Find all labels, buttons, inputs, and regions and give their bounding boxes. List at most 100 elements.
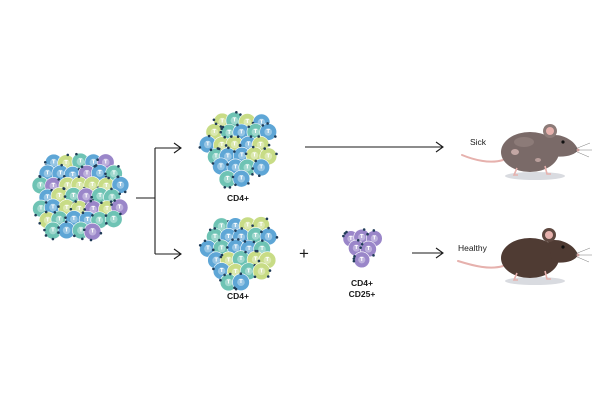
mouse-icon (461, 124, 592, 180)
t-cell-letter: T (234, 269, 238, 275)
receptor-dot (257, 135, 260, 138)
t-cell-icon: T (111, 175, 130, 194)
t-cell-letter: T (52, 183, 56, 189)
t-cell-letter: T (46, 170, 50, 176)
receptor-dot (44, 234, 48, 237)
t-cell-letter: T (66, 183, 70, 189)
receptor-dot (44, 201, 48, 204)
t-cell-letter: T (206, 141, 210, 147)
t-cell-letter: T (78, 206, 82, 212)
receptor-dot (209, 148, 213, 152)
receptor-dot (77, 175, 81, 179)
mouse-icon (457, 228, 592, 285)
t-cell-letter: T (253, 152, 257, 158)
receptor-dot (251, 145, 255, 149)
t-cell-letter: T (213, 234, 217, 240)
receptor-dot (275, 152, 278, 156)
receptor-dot (261, 124, 265, 127)
receptor-dot (43, 160, 47, 164)
outcome-label-healthy: Healthy (458, 243, 488, 253)
arrow-to-healthy-mouse (412, 247, 444, 259)
t-cell-letter: T (234, 164, 238, 170)
t-cell-letter: T (259, 222, 263, 228)
receptor-dot (213, 227, 217, 230)
receptor-dot (99, 231, 103, 235)
t-cell-letter: T (247, 268, 251, 274)
receptor-dot (223, 185, 227, 189)
t-cell-icon: T (82, 222, 103, 242)
receptor-dot (57, 205, 60, 208)
t-cell-letter: T (355, 245, 359, 251)
t-cell-letter: T (260, 246, 264, 252)
receptor-dot (372, 254, 375, 257)
t-cell-letter: T (110, 194, 114, 200)
t-cell-letter: T (254, 129, 258, 135)
receptor-dot (57, 178, 61, 181)
branch-connector (136, 147, 180, 255)
receptor-dot (212, 267, 215, 271)
receptor-dot (266, 275, 270, 278)
receptor-dot (43, 228, 46, 232)
receptor-dot (91, 213, 94, 217)
receptor-dot (110, 187, 113, 191)
cd4-label-bottom: CD4+ (227, 291, 249, 301)
receptor-dot (226, 163, 229, 166)
receptor-dot (224, 144, 228, 147)
receptor-dot (93, 165, 96, 168)
t-cell-letter: T (72, 216, 76, 222)
t-cell-letter: T (98, 170, 102, 176)
t-cell-letter: T (52, 160, 56, 166)
receptor-dot (110, 203, 113, 206)
t-cell-letter: T (254, 257, 258, 263)
t-cell-icon: T (219, 272, 238, 292)
receptor-dot (228, 272, 232, 276)
receptor-dot (359, 246, 362, 249)
receptor-dot (123, 190, 127, 194)
t-cell-letter: T (246, 119, 250, 125)
receptor-dot (228, 186, 232, 189)
receptor-dot (223, 273, 226, 277)
t-cell-letter: T (260, 119, 264, 125)
t-cell-letter: T (46, 195, 50, 201)
receptor-dot (239, 113, 242, 116)
receptor-dot (73, 234, 76, 238)
arrow-icon (173, 248, 182, 260)
receptor-dot (254, 159, 258, 163)
receptor-dot (366, 232, 369, 236)
t-cell-letter: T (239, 234, 243, 240)
t-cell-letter: T (78, 182, 82, 188)
t-cell-letter: T (98, 193, 102, 199)
t-cell-letter: T (227, 130, 231, 136)
t-cell-letter: T (246, 165, 250, 171)
t-cell-icon: T (218, 170, 238, 189)
t-cell-letter: T (349, 236, 353, 242)
t-cell-letter: T (58, 193, 62, 199)
t-cell-letter: T (79, 159, 83, 165)
t-cell-letter: T (221, 119, 225, 125)
receptor-dot (234, 183, 237, 187)
receptor-dot (219, 278, 222, 282)
receptor-dot (109, 200, 113, 203)
receptor-dot (62, 187, 66, 191)
receptor-dot (253, 275, 257, 279)
receptor-dot (274, 135, 277, 138)
receptor-dot (220, 127, 223, 131)
receptor-dot (38, 175, 42, 179)
receptor-dot (64, 220, 68, 224)
t-cell-letter: T (246, 222, 250, 228)
receptor-dot (220, 253, 224, 257)
t-cell-icon: T (252, 262, 272, 281)
receptor-dot (89, 238, 93, 242)
receptor-dot (83, 208, 87, 211)
receptor-dot (60, 163, 63, 167)
t-cell-letter: T (112, 216, 116, 222)
receptor-dot (116, 175, 119, 179)
t-cell-letter: T (58, 217, 62, 223)
t-cell-letter: T (227, 234, 231, 240)
receptor-dot (82, 228, 86, 232)
receptor-dot (244, 250, 247, 254)
t-cell-letter: T (79, 227, 83, 233)
t-cell-letter: T (39, 206, 43, 212)
